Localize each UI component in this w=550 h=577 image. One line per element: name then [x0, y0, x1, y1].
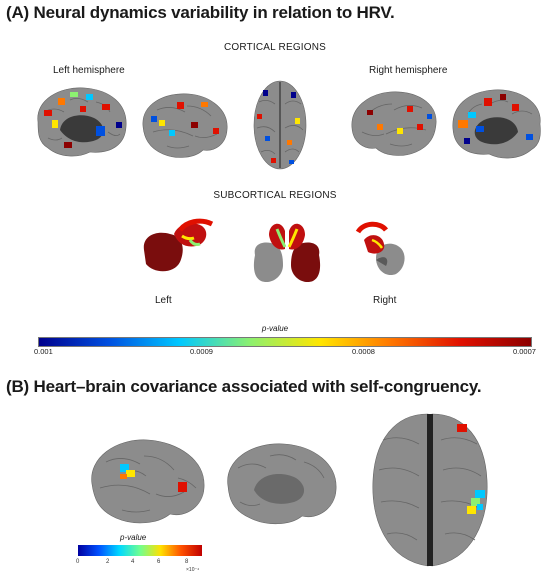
colorbar-a-tick: 0.001	[34, 347, 53, 356]
subcortical-front-view	[253, 223, 321, 283]
cortical-regions-label: CORTICAL REGIONS	[223, 42, 327, 53]
colorbar-b-tick: 2	[106, 559, 110, 565]
colorbar-b-exponent: ×10⁻⁴	[186, 567, 200, 573]
colorbar-b-tick: 6	[157, 559, 161, 565]
left-lateral-brain	[142, 93, 228, 158]
colorbar-b-tick: 8	[185, 559, 189, 565]
colorbar-b-tick: 4	[131, 559, 135, 565]
right-medial-brain	[452, 89, 541, 159]
subcortical-right-view	[355, 221, 405, 276]
right-hemisphere-label: Right hemisphere	[369, 65, 448, 76]
colorbar-b	[78, 545, 202, 556]
colorbar-a-tick: 0.0009	[190, 347, 213, 356]
subcortical-left-view	[143, 218, 214, 272]
colorbar-a	[38, 337, 532, 347]
left-hemisphere-label: Left hemisphere	[53, 65, 125, 76]
colorbar-b-tick: 0	[76, 559, 80, 565]
panel-b-lateral-brain	[91, 439, 205, 524]
right-lateral-brain	[351, 91, 437, 156]
panel-b-top-view-brain	[372, 413, 488, 567]
subcortical-regions-label: SUBCORTICAL REGIONS	[213, 190, 337, 201]
panel-b-title: (B) Heart–brain covariance associated wi…	[6, 377, 482, 396]
panel-b-medial-brain	[227, 443, 337, 525]
left-medial-brain	[37, 87, 127, 157]
left-label: Left	[155, 295, 172, 306]
right-label: Right	[373, 295, 397, 306]
colorbar-b-title: p-value	[120, 533, 147, 542]
colorbar-a-title: p-value	[261, 324, 289, 333]
colorbar-a-tick: 0.0008	[352, 347, 375, 356]
top-view-brain	[253, 80, 307, 170]
panel-a-title: (A) Neural dynamics variability in relat…	[6, 3, 395, 22]
colorbar-a-tick: 0.0007	[513, 347, 536, 356]
